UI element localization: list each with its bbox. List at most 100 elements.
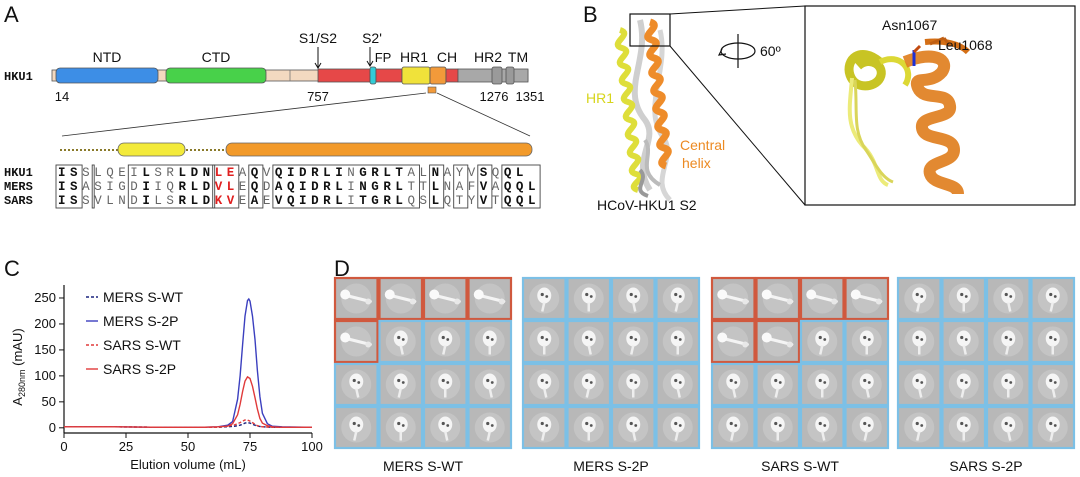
class-average-cell xyxy=(985,405,1031,450)
alignment-box xyxy=(429,164,445,209)
class-average-cell xyxy=(655,362,701,407)
class-average-cell xyxy=(378,319,424,364)
class-average-cell xyxy=(1030,362,1076,407)
x-tick-label: 100 xyxy=(301,439,323,454)
class-average-cell xyxy=(566,362,612,407)
class-average-cell xyxy=(422,362,468,407)
alignment-box xyxy=(212,164,240,209)
pos-start: 14 xyxy=(55,89,69,104)
alignment-row-name: MERS xyxy=(4,180,33,194)
domain-ch xyxy=(429,66,447,85)
structure-caption: HCoV-HKU1 S2 xyxy=(597,197,697,213)
class-average-cell xyxy=(710,319,756,364)
y-tick-label: 0 xyxy=(49,420,56,435)
class-average-cell xyxy=(467,319,513,364)
class-average-cell xyxy=(755,319,801,364)
class-grid-label: SARS S-2P xyxy=(949,458,1022,474)
class-grid-mers-s-wt xyxy=(333,276,513,450)
x-axis-label: Elution volume (mL) xyxy=(130,457,246,472)
label-tm: TM xyxy=(508,49,528,65)
class-average-cell xyxy=(422,276,468,321)
class-average-cell xyxy=(655,319,701,364)
class-average-cell xyxy=(799,319,845,364)
domain-ntd xyxy=(55,67,159,84)
class-average-cell xyxy=(333,276,379,321)
domain-protein-name: HKU1 xyxy=(4,70,33,84)
class-average-cell xyxy=(566,319,612,364)
label-hr1-structure: HR1 xyxy=(586,90,614,106)
label-s1s2: S1/S2 xyxy=(299,30,337,46)
class-grid-sars-s-2p xyxy=(896,276,1076,450)
rotation-indicator: 60º xyxy=(717,34,781,68)
y-axis-label: A280nm (mAU) xyxy=(10,328,27,405)
zoom-line-right xyxy=(436,92,531,137)
class-average-cell xyxy=(333,362,379,407)
selection-box xyxy=(629,13,671,47)
panel-c-letter: C xyxy=(4,256,20,281)
class-average-cell xyxy=(422,319,468,364)
series-line-sars-s-2p xyxy=(64,375,312,428)
alignment-row-name: HKU1 xyxy=(4,166,33,180)
label-s2-prime: S2' xyxy=(362,30,382,46)
class-average-cell xyxy=(844,405,890,450)
alignment-box xyxy=(501,164,541,209)
class-average-cell xyxy=(378,276,424,321)
label-hr2: HR2 xyxy=(474,49,502,65)
hr1-helix xyxy=(614,27,644,193)
alignment-box xyxy=(55,164,83,209)
x-tick-label: 0 xyxy=(60,439,67,454)
class-average-cell xyxy=(378,405,424,450)
y-tick-label: 250 xyxy=(34,290,56,305)
class-average-cell xyxy=(655,276,701,321)
zoom-line-left xyxy=(61,92,427,137)
rotation-arrow-icon xyxy=(717,48,727,56)
pos-end: 1351 xyxy=(516,89,545,104)
class-grid-label: MERS S-WT xyxy=(383,458,464,474)
class-average-cell xyxy=(844,319,890,364)
y-tick-label: 50 xyxy=(42,394,56,409)
class-average-cell xyxy=(755,276,801,321)
class-average-cell xyxy=(755,362,801,407)
class-average-cell xyxy=(896,319,942,364)
class-average-cell xyxy=(941,405,987,450)
class-average-cell xyxy=(844,276,890,321)
label-ntd: NTD xyxy=(93,49,122,65)
class-average-cell xyxy=(799,276,845,321)
domain-s2-red xyxy=(317,68,371,83)
alignment-box xyxy=(477,164,493,209)
class-average-cell xyxy=(655,405,701,450)
legend-label: MERS S-WT xyxy=(103,289,184,305)
class-average-cell xyxy=(467,405,513,450)
class-average-cell xyxy=(333,405,379,450)
residue-leu1068: Leu1068 xyxy=(938,37,993,53)
label-ch: CH xyxy=(437,49,457,65)
legend-label: SARS S-2P xyxy=(103,361,176,377)
alignment-box xyxy=(127,164,216,209)
class-grid-label: SARS S-WT xyxy=(761,458,839,474)
class-average-cell xyxy=(521,362,567,407)
class-average-cell xyxy=(610,319,656,364)
class-average-cell xyxy=(521,319,567,364)
domain-ctd xyxy=(165,67,267,84)
class-average-cell xyxy=(941,319,987,364)
alignment-box xyxy=(272,164,420,209)
class-average-cell xyxy=(378,362,424,407)
series-line-mers-s-2p xyxy=(64,297,313,428)
zoom-structure-box xyxy=(804,5,1076,206)
x-tick-label: 25 xyxy=(119,439,133,454)
class-average-cell xyxy=(799,362,845,407)
central-helix xyxy=(644,18,672,170)
domain-fp xyxy=(369,66,377,85)
class-average-cell xyxy=(941,362,987,407)
legend-label: SARS S-WT xyxy=(103,337,181,353)
domain-tm xyxy=(505,66,515,85)
class-average-cell xyxy=(941,276,987,321)
pos-s1s2: 757 xyxy=(307,89,329,104)
secondary-structure xyxy=(60,142,533,157)
class-average-cell xyxy=(844,362,890,407)
label-helix: helix xyxy=(682,155,711,171)
alignment-row-name: SARS xyxy=(4,194,33,208)
